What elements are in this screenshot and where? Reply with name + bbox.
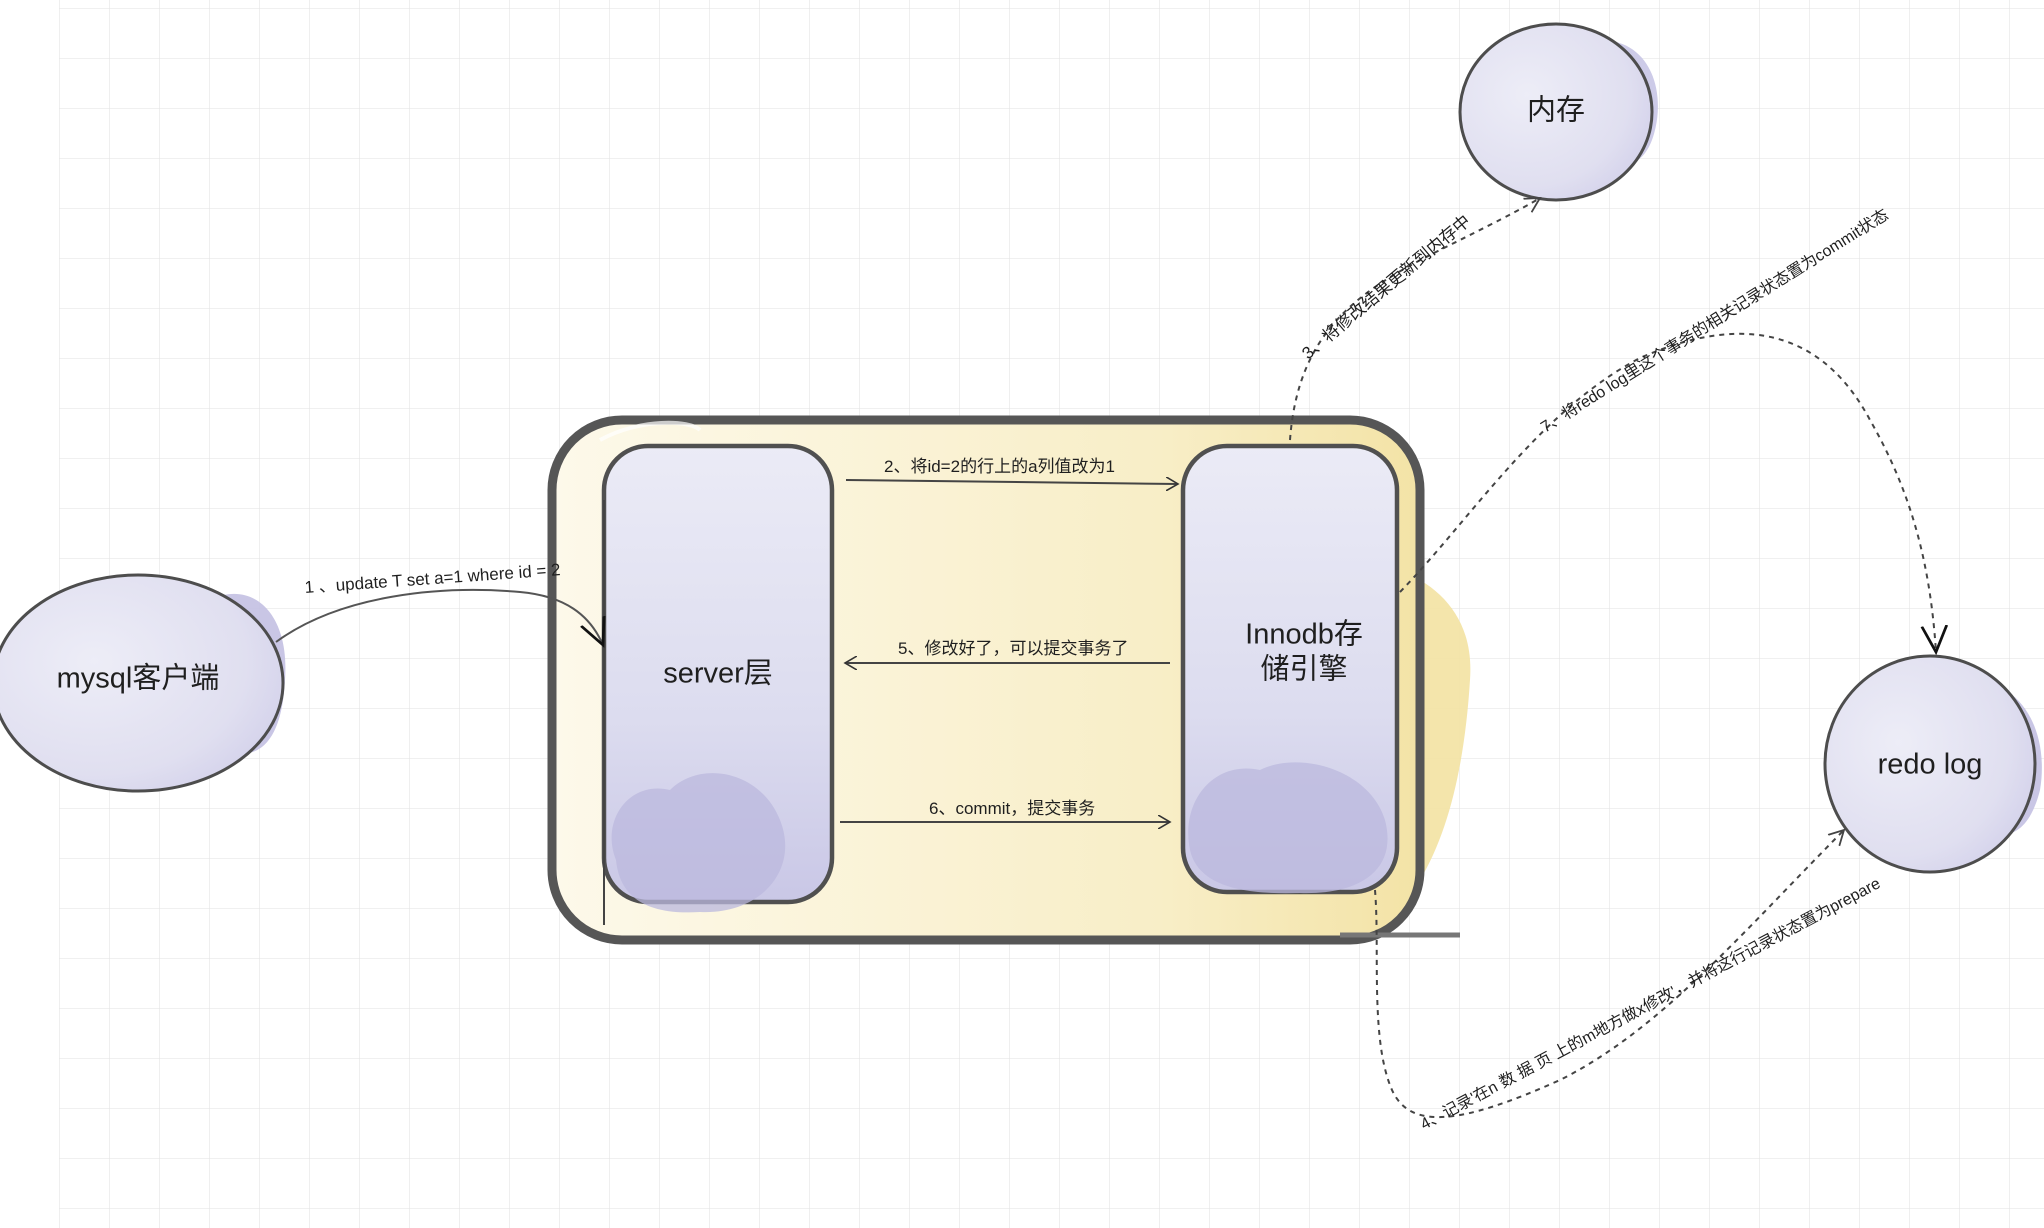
memory-label: 内存 <box>1527 94 1585 127</box>
mysql-client-node <box>0 573 286 793</box>
step2-label: 2、将id=2的行上的a列值改为1 <box>884 457 1115 476</box>
redo-log-label: redo log <box>1878 749 1983 781</box>
edge-step3 <box>1289 198 1540 441</box>
redo-log-node <box>1823 654 2042 874</box>
memory-node <box>1458 22 1658 202</box>
step5-label: 5、修改好了，可以提交事务了 <box>898 639 1128 658</box>
innodb-label-line2: 储引擎 <box>1260 653 1347 686</box>
edge-step2 <box>845 480 1178 484</box>
client-label: mysql客户端 <box>57 662 220 695</box>
edge-step7 <box>1399 332 1936 652</box>
innodb-label-line1: Innodb存 <box>1245 618 1363 651</box>
edge-step1 <box>275 588 603 645</box>
innodb-engine-node <box>1180 443 1400 895</box>
server-label: server层 <box>663 658 773 690</box>
server-layer-node <box>601 443 835 925</box>
edge-step4 <box>1374 830 1844 1119</box>
step6-label: 6、commit，提交事务 <box>929 799 1095 818</box>
